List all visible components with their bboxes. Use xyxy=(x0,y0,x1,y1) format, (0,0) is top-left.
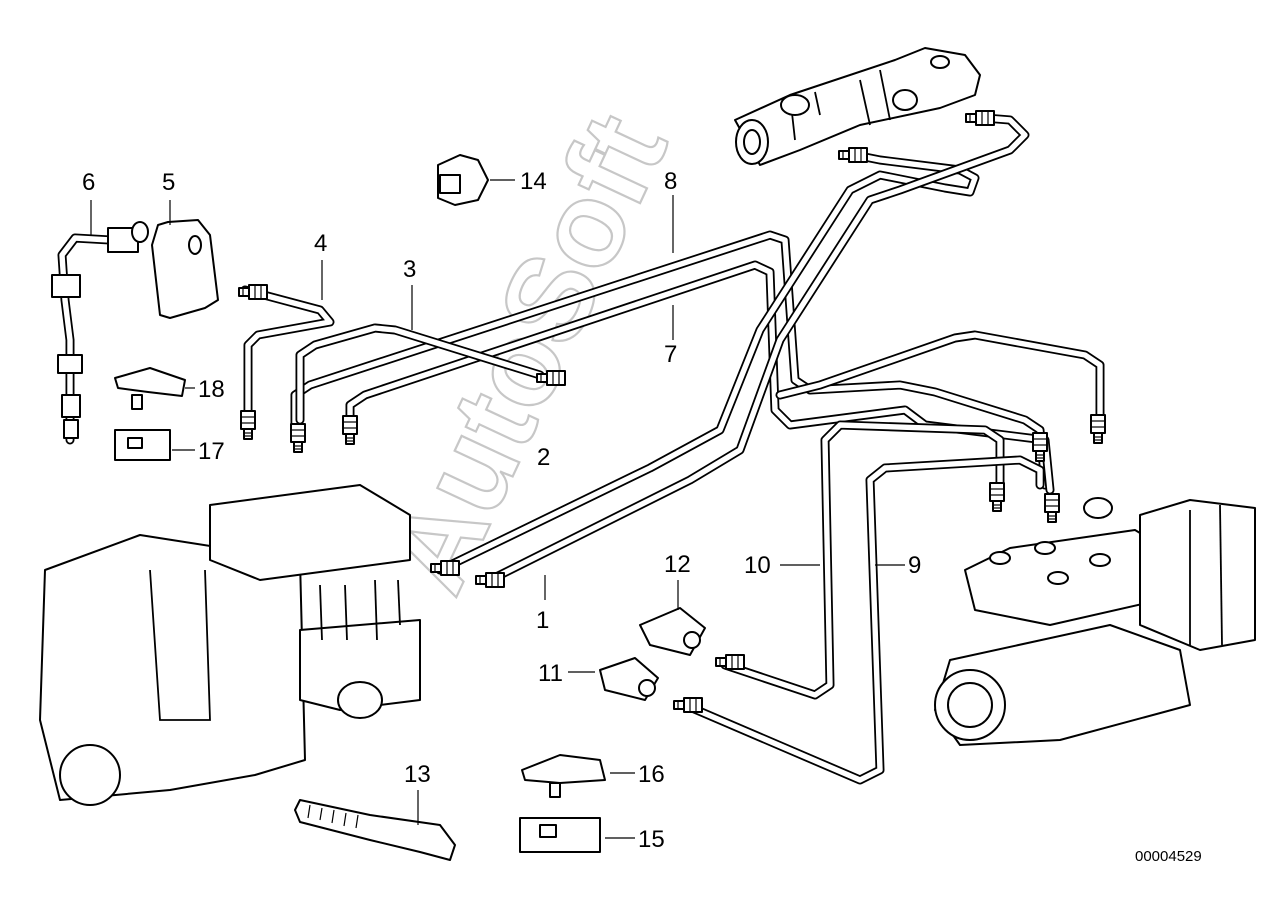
callout-11: 11 xyxy=(538,660,563,687)
fitting-11 xyxy=(599,657,659,701)
hydraulic-unit-right xyxy=(934,497,1256,746)
brake-hose xyxy=(51,221,149,445)
callout-4: 4 xyxy=(314,230,327,257)
callout-14: 14 xyxy=(520,168,547,195)
callout-labels: 1 2 3 4 5 6 7 8 9 10 11 12 13 14 15 16 1… xyxy=(82,168,921,853)
clip-14 xyxy=(437,154,489,206)
callout-3: 3 xyxy=(403,256,416,283)
callout-12: 12 xyxy=(664,551,691,578)
clip-18 xyxy=(114,367,186,410)
master-cylinder xyxy=(734,47,981,166)
clip-17 xyxy=(114,429,171,461)
callout-2: 2 xyxy=(537,444,550,471)
clip-13 xyxy=(294,799,456,861)
callout-15: 15 xyxy=(638,826,665,853)
bracket-5 xyxy=(151,219,219,319)
callout-10: 10 xyxy=(744,552,771,579)
hydraulic-unit-left xyxy=(39,484,421,806)
brake-pipes xyxy=(240,113,1105,785)
callout-9: 9 xyxy=(908,552,921,579)
callout-18: 18 xyxy=(198,376,225,403)
callout-5: 5 xyxy=(162,169,175,196)
callout-1: 1 xyxy=(536,607,549,634)
clip-15 xyxy=(519,817,601,853)
callout-17: 17 xyxy=(198,438,225,465)
clip-16 xyxy=(521,754,606,798)
callout-8: 8 xyxy=(664,168,677,195)
leader-lines xyxy=(90,179,905,839)
callout-13: 13 xyxy=(404,761,431,788)
callout-7: 7 xyxy=(664,341,677,368)
callout-16: 16 xyxy=(638,761,665,788)
callout-6: 6 xyxy=(82,169,95,196)
document-number: 00004529 xyxy=(1135,848,1202,865)
fitting-12 xyxy=(639,607,706,656)
